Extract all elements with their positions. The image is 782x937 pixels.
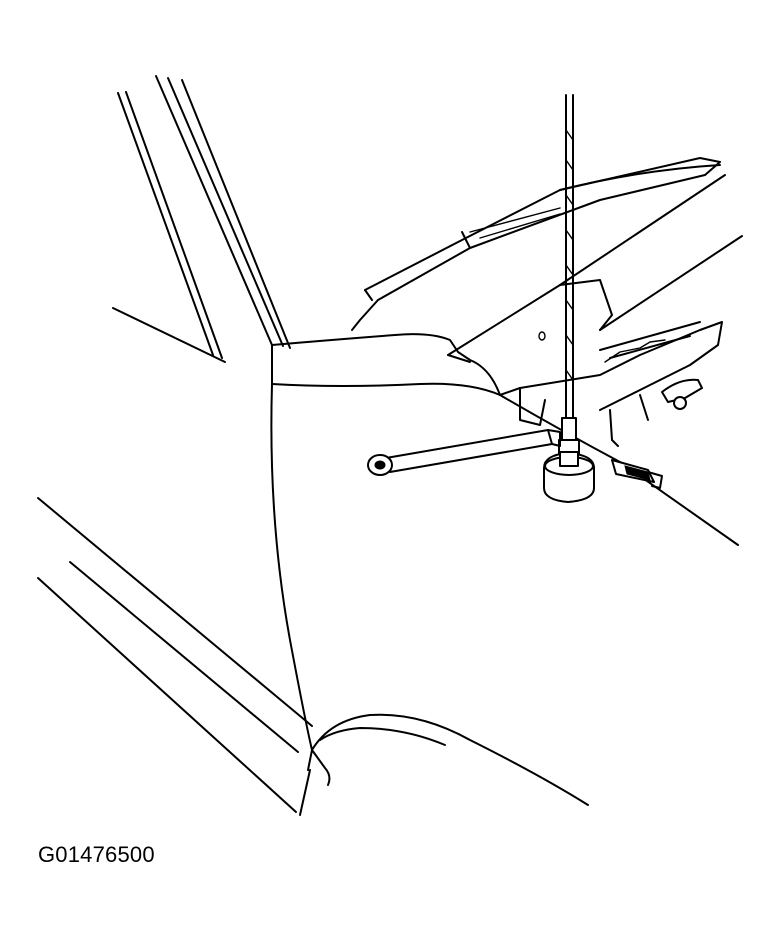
figure-id-label: G01476500 <box>38 842 155 867</box>
line-drawing <box>37 75 743 816</box>
antenna-connector <box>611 459 663 489</box>
door-body-lines <box>37 497 313 813</box>
antenna-wrench-illustration <box>37 75 743 816</box>
wheel-arch <box>299 713 589 816</box>
wrench-tool <box>367 429 561 476</box>
antenna-mast <box>561 94 577 443</box>
wiper-arm <box>351 157 721 331</box>
cowl-panel <box>447 174 743 363</box>
door-edge <box>112 307 226 363</box>
fender-front-edge <box>270 383 313 751</box>
a-pillar <box>117 75 291 359</box>
engine-bay-parts <box>499 321 723 447</box>
antenna-base <box>543 439 595 503</box>
